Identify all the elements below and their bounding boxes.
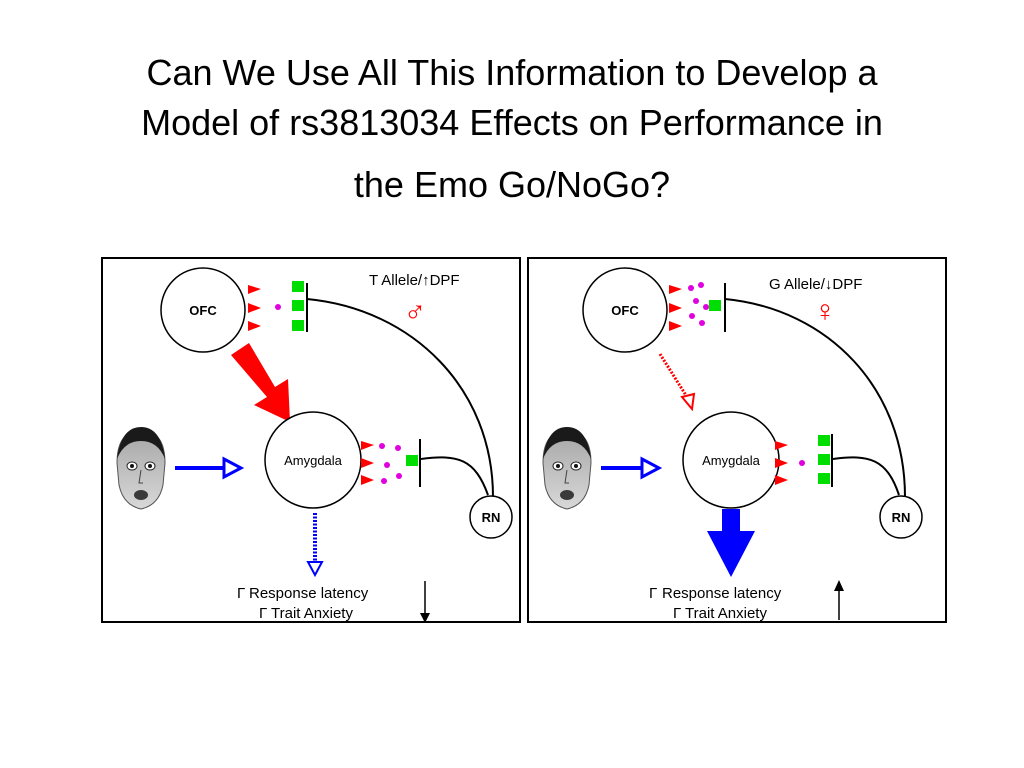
amygdala-label: Amygdala (702, 453, 761, 468)
ofc-node (582, 267, 668, 353)
serotonin-dot (703, 304, 709, 310)
rn-node (879, 495, 923, 539)
receptor-red (775, 458, 788, 468)
bracket-mark: Γ (649, 585, 657, 602)
response-latency-label: Response latency (662, 585, 782, 602)
receptor-red (361, 475, 374, 485)
male-symbol: ♂ (404, 295, 427, 328)
transporter-green (292, 300, 304, 311)
amygdala-output-weak-arrow (306, 513, 324, 578)
title-line-2: Model of rs3813034 Effects on Performanc… (141, 102, 883, 143)
allele-label: G Allele/↓DPF (769, 276, 862, 293)
ofc-label: OFC (189, 303, 217, 318)
diagram-g-allele: OFC G Allele/↓DPF ♀ Amygdala (537, 267, 923, 621)
receptor-red (248, 303, 261, 313)
receptor-red (248, 321, 261, 331)
serotonin-dot (381, 478, 387, 484)
receptor-red (361, 458, 374, 468)
ofc-to-amygdala-strong-arrow (231, 343, 290, 422)
receptor-red (775, 441, 788, 450)
transporter-green (406, 455, 418, 466)
ofc-label: OFC (611, 303, 639, 318)
serotonin-dot (693, 298, 699, 304)
rn-label: RN (482, 510, 501, 525)
receptor-red (669, 303, 682, 313)
receptor-red (669, 285, 682, 294)
stimulus-arrow (175, 456, 245, 480)
title-line-3: the Emo Go/NoGo? (353, 164, 671, 205)
serotonin-dot (699, 320, 705, 326)
fearful-face-icon (111, 427, 169, 511)
receptor-red (248, 285, 261, 294)
ofc-rn-pathway (724, 298, 906, 498)
receptor-red (669, 321, 682, 331)
serotonin-dot (395, 445, 401, 451)
serotonin-dot (379, 443, 385, 449)
bracket-mark: Γ (237, 585, 245, 602)
serotonin-dot (799, 460, 805, 466)
transporter-green (709, 300, 721, 311)
bracket-mark: Γ (673, 605, 681, 621)
receptor-red (775, 475, 788, 485)
stimulus-arrow (601, 456, 663, 480)
panel-t-allele: OFC T Allele/↑DPF ♂ Amygdala RN (101, 257, 521, 623)
amygdala-label: Amygdala (284, 453, 343, 468)
serotonin-dot (688, 285, 694, 291)
fearful-face-icon (537, 427, 595, 511)
ofc-rn-pathway (306, 298, 494, 498)
response-latency-label: Response latency (249, 585, 369, 602)
allele-label: T Allele/↑DPF (369, 272, 460, 289)
serotonin-dot (698, 282, 704, 288)
female-symbol: ♀ (814, 295, 837, 328)
arrow-down-icon (420, 581, 430, 621)
amygdala-rn-pathway (420, 456, 489, 496)
amygdala-rn-pathway (832, 456, 900, 496)
transporter-green (818, 435, 830, 446)
serotonin-dot (384, 462, 390, 468)
title-line-1: Can We Use All This Information to Devel… (146, 52, 878, 93)
serotonin-dot (275, 304, 281, 310)
arrow-up-icon (834, 580, 844, 620)
serotonin-dot (689, 313, 695, 319)
trait-anxiety-label: Trait Anxiety (685, 605, 767, 621)
serotonin-dot (396, 473, 402, 479)
rn-label: RN (892, 510, 911, 525)
ofc-node (160, 267, 246, 353)
diagram-t-allele: OFC T Allele/↑DPF ♂ Amygdala RN (111, 267, 513, 621)
slide-title: Can We Use All This Information to Devel… (40, 48, 984, 210)
receptor-red (361, 441, 374, 450)
bracket-mark: Γ (259, 605, 267, 621)
amygdala-output-strong-arrow (707, 509, 755, 577)
ofc-to-amygdala-weak-arrow (658, 353, 696, 412)
trait-anxiety-label: Trait Anxiety (271, 605, 353, 621)
transporter-green (818, 454, 830, 465)
rn-node (469, 495, 513, 539)
transporter-green (292, 320, 304, 331)
transporter-green (292, 281, 304, 292)
panel-g-allele: OFC G Allele/↓DPF ♀ Amygdala (527, 257, 947, 623)
transporter-green (818, 473, 830, 484)
